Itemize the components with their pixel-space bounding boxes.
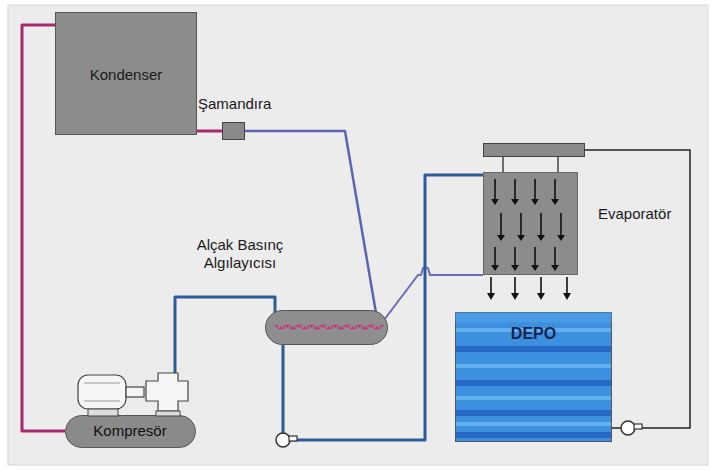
tank-label: DEPO — [455, 325, 612, 343]
pipe-line — [197, 130, 222, 133]
compressor-label: Kompresör — [65, 422, 195, 440]
low-pressure-receiver: Alçak Basınç Algılayıcısı — [265, 310, 388, 345]
pipe-line — [175, 297, 275, 373]
pipe-line — [245, 131, 376, 313]
pump-symbol — [621, 421, 642, 435]
low-pressure-receiver-shape — [265, 310, 388, 345]
panel — [8, 5, 708, 465]
storage-tank: DEPO — [455, 312, 612, 442]
pump-symbol — [276, 433, 297, 447]
evaporator-label: Evaporatör — [598, 205, 671, 223]
evaporator: Evaporatör — [483, 143, 585, 275]
receiver-label: Alçak Basınç Algılayıcısı — [185, 236, 295, 272]
float-valve-label: Şamandıra — [198, 95, 271, 113]
condenser-box: Kondenser — [55, 12, 197, 135]
pipe-line — [283, 175, 483, 440]
compressor: Kompresör — [60, 365, 202, 450]
evaporator-shape — [483, 143, 585, 275]
condenser-label: Kondenser — [56, 66, 196, 84]
float-valve: Şamandıra — [222, 122, 245, 140]
